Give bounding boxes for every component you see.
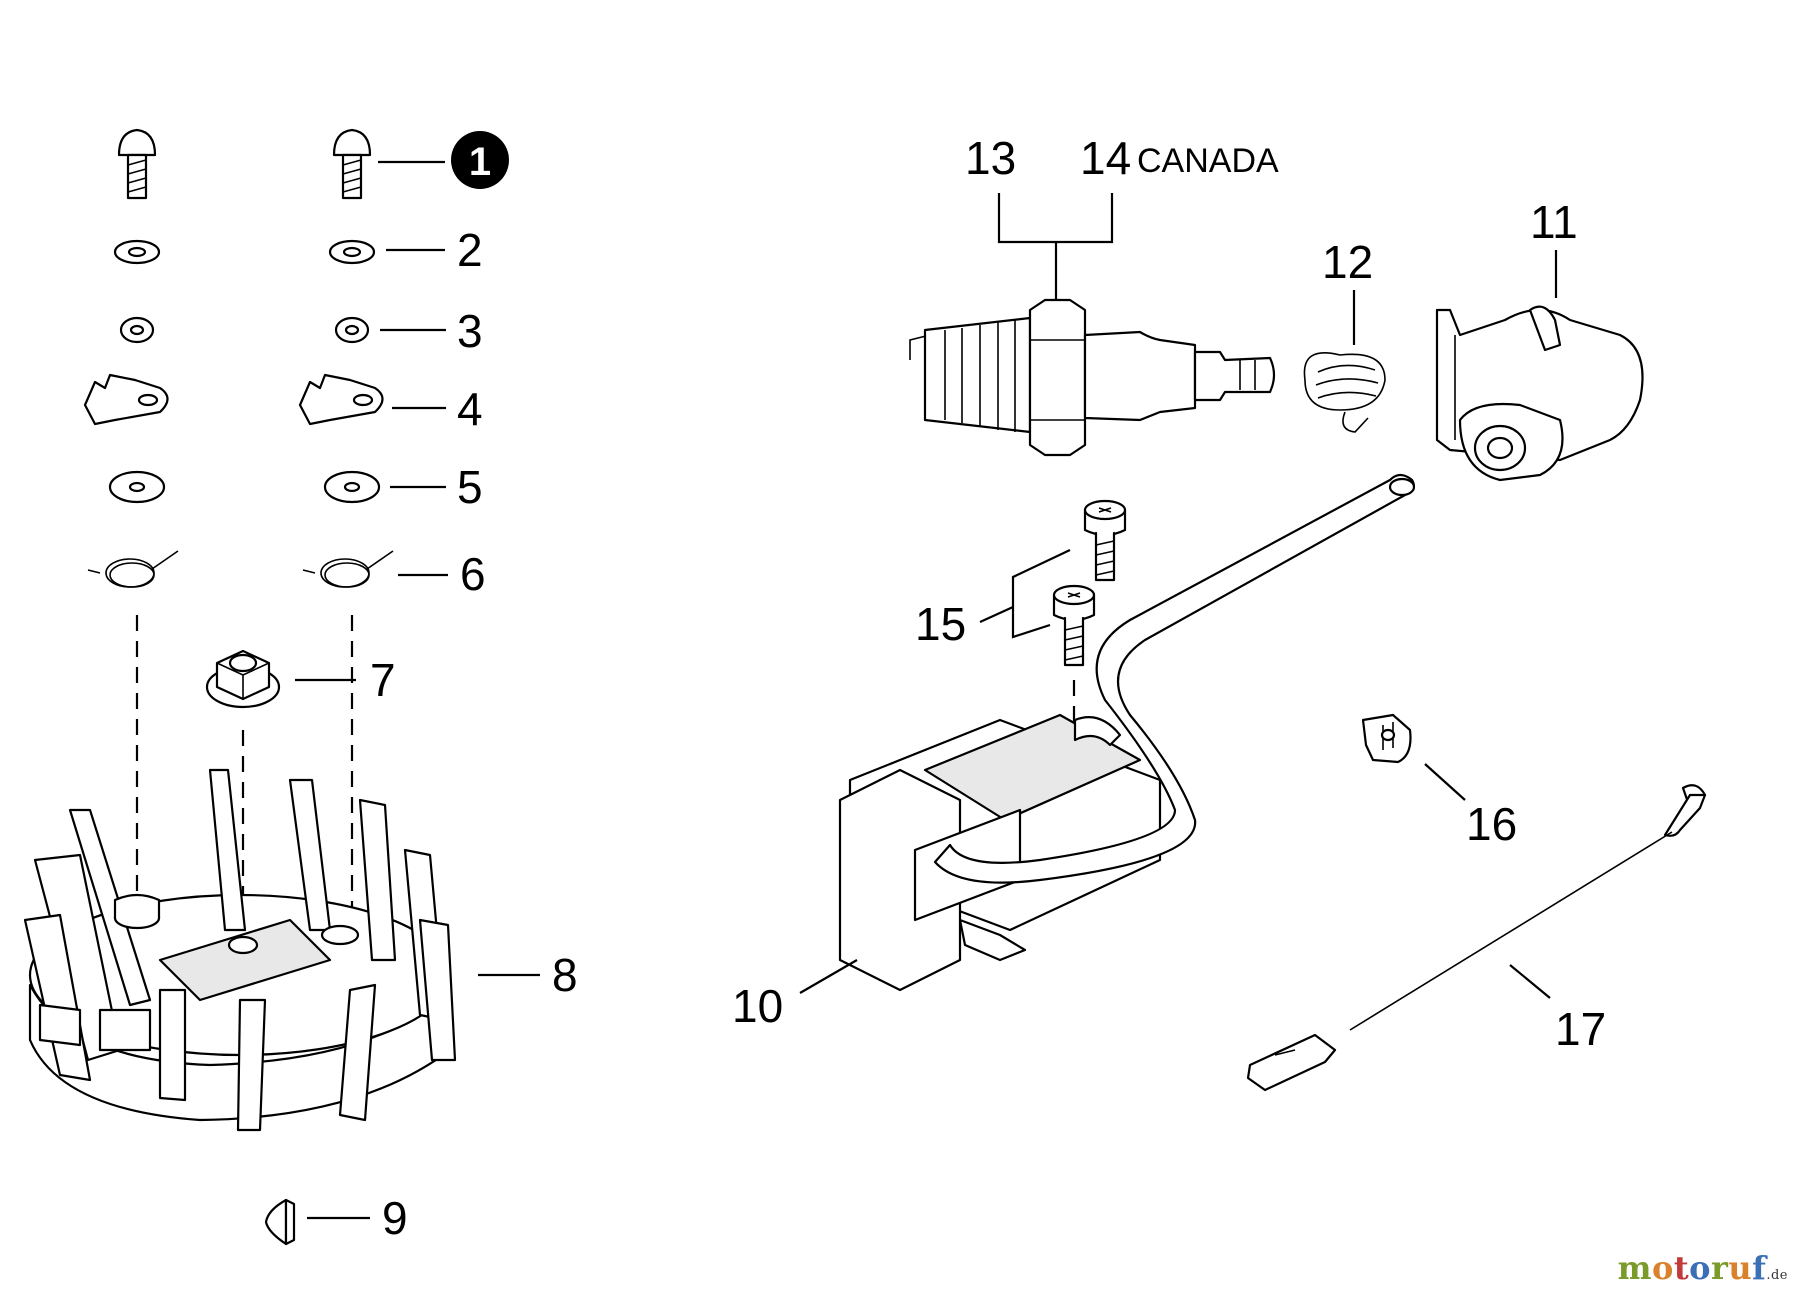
callout-2: 2 xyxy=(457,224,483,276)
callout-1: 1 xyxy=(469,140,491,184)
wm-letter: o xyxy=(1689,1249,1711,1287)
wm-letter: u xyxy=(1728,1249,1753,1287)
callout-14: 14 xyxy=(1080,132,1131,184)
callout-7: 7 xyxy=(370,654,396,706)
callout-4: 4 xyxy=(457,383,483,435)
wm-letter: t xyxy=(1673,1249,1690,1287)
wm-letter: r xyxy=(1710,1249,1729,1287)
part-8-flywheel xyxy=(23,768,457,1132)
callout-15: 15 xyxy=(915,598,966,650)
part-10-ignition-coil xyxy=(838,473,1416,992)
callout-1-badge xyxy=(451,131,509,189)
callout-5: 5 xyxy=(457,461,483,513)
callout-17: 17 xyxy=(1555,1003,1606,1055)
watermark-logo: motoruf.de xyxy=(1618,1249,1788,1287)
part-5-washer xyxy=(323,470,381,504)
left-stack-reference xyxy=(83,128,179,588)
part-9-key xyxy=(264,1198,296,1246)
right-stack: 1 2 3 4 5 6 xyxy=(298,128,509,600)
callout-10: 10 xyxy=(732,980,783,1032)
callout-12: 12 xyxy=(1322,236,1373,288)
part-1-screw xyxy=(332,128,372,200)
part-17-cable xyxy=(1246,784,1707,1092)
part-6-spring xyxy=(302,550,394,588)
callout-16: 16 xyxy=(1466,798,1517,850)
callout-14-note: CANADA xyxy=(1137,142,1279,180)
part-4-pawl xyxy=(298,373,384,426)
part-11-plug-boot xyxy=(1435,305,1644,482)
callout-3: 3 xyxy=(457,305,483,357)
wm-suffix: .de xyxy=(1766,1268,1788,1283)
callout-11: 11 xyxy=(1530,196,1578,248)
part-7-nut xyxy=(205,649,281,709)
part-2-washer xyxy=(328,239,376,265)
callout-6: 6 xyxy=(460,548,486,600)
part-13-spark-plug xyxy=(909,298,1276,457)
part-16-clip xyxy=(1361,713,1412,764)
wm-letter: o xyxy=(1651,1249,1674,1287)
callout-13: 13 xyxy=(965,132,1016,184)
part-15-screws xyxy=(1052,499,1127,667)
part-12-spring xyxy=(1303,351,1386,433)
callout-9: 9 xyxy=(382,1192,408,1244)
wm-letter: m xyxy=(1617,1249,1652,1287)
wm-letter: f xyxy=(1752,1249,1767,1287)
part-3-washer xyxy=(334,316,370,344)
callout-8: 8 xyxy=(552,949,578,1001)
